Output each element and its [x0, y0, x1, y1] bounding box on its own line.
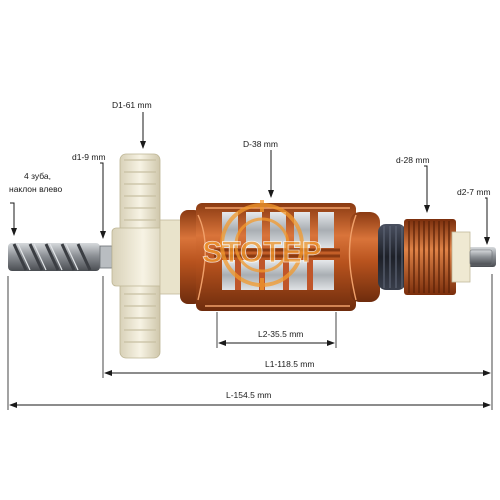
label-d1-61: D1-61 mm: [112, 100, 152, 110]
cooling-fan: [111, 153, 183, 359]
label-l2: L2-35.5 mm: [258, 329, 304, 339]
leader-teeth: [10, 202, 17, 236]
label-l1: L1-118.5 mm: [265, 359, 315, 369]
label-d2-7: d2-7 mm: [457, 187, 491, 197]
label-d-28: d-28 mm: [396, 155, 430, 165]
watermark-logo: STOTEP: [202, 200, 322, 290]
label-teeth-line2: наклон влево: [9, 184, 63, 194]
leader-d-28: [424, 165, 430, 213]
label-teeth-line1: 4 зуба,: [24, 171, 51, 181]
label-l: L-154.5 mm: [226, 390, 272, 400]
label-d-38: D-38 mm: [243, 139, 278, 149]
pinion-teeth: [8, 243, 100, 271]
label-d1-9: d1-9 mm: [72, 152, 106, 162]
shaft-end-right: [469, 249, 493, 266]
commutator: [404, 219, 471, 295]
commutator-insulator: [378, 224, 406, 290]
extension-lines: [7, 274, 493, 410]
watermark-text: STOTEP: [202, 236, 321, 269]
leader-d2-7: [484, 197, 490, 245]
leader-d1-9: [100, 162, 106, 239]
bearing-seat-left: [99, 245, 113, 269]
